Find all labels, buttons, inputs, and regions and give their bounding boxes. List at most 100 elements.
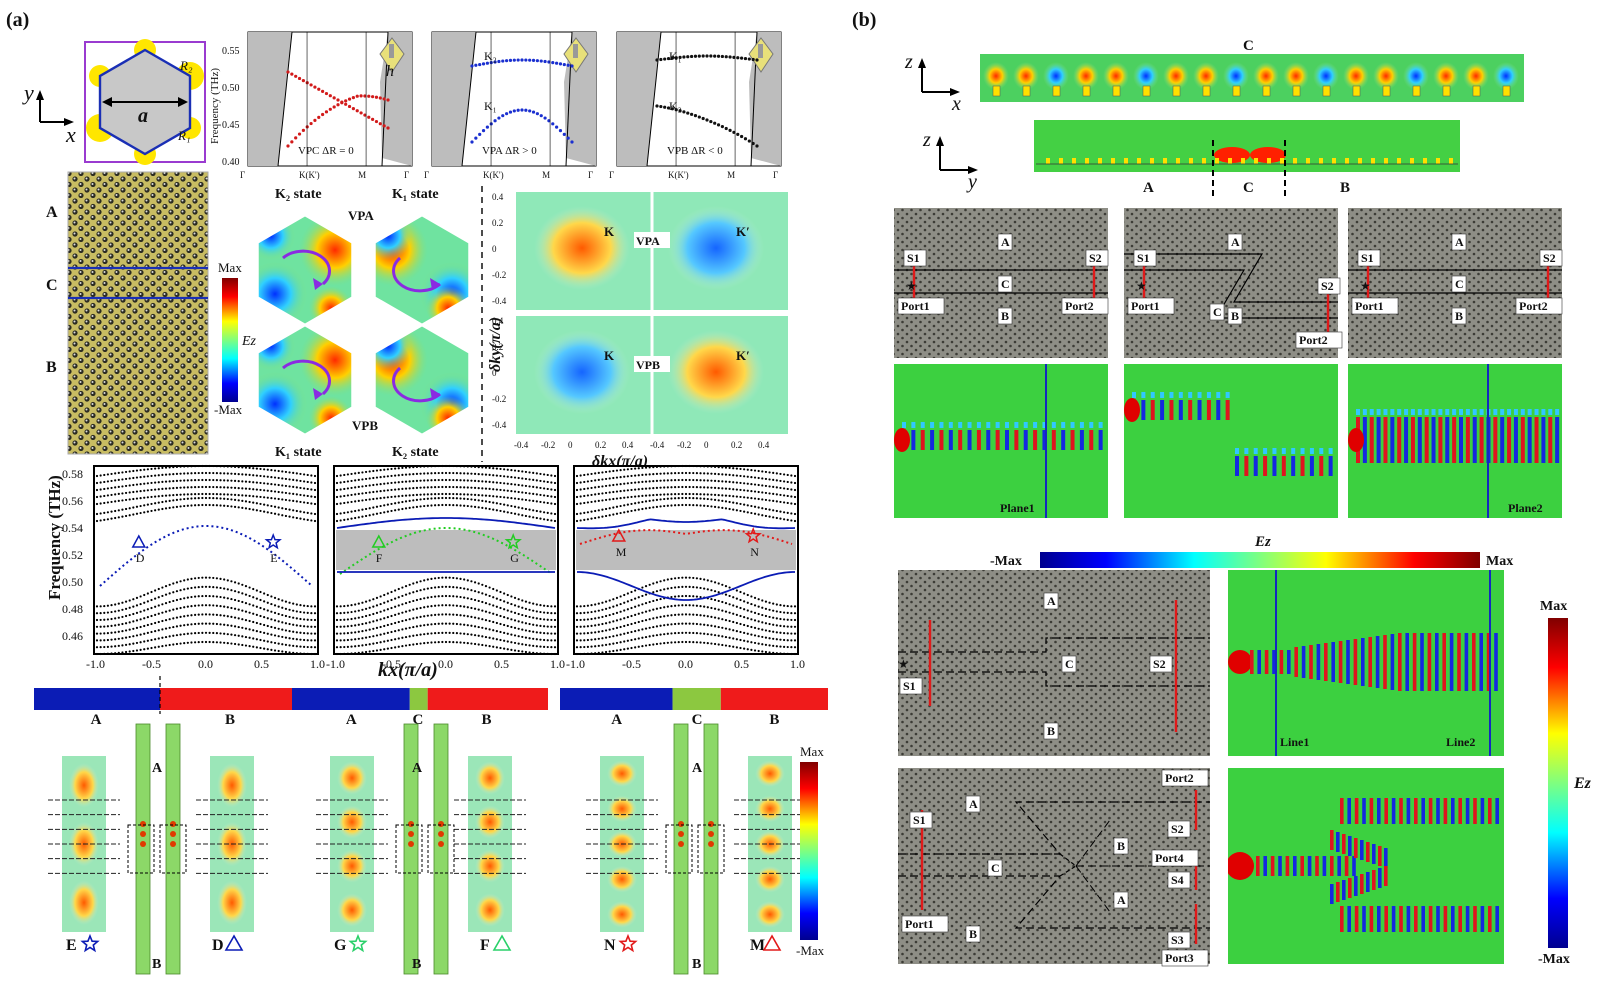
svg-text:-0.2: -0.2 bbox=[541, 440, 555, 450]
panel-a-label: (a) bbox=[6, 9, 29, 31]
svg-text:0.40: 0.40 bbox=[222, 157, 240, 168]
svg-text:0.55: 0.55 bbox=[222, 46, 240, 57]
svg-text:A: A bbox=[1231, 235, 1240, 249]
svg-text:Γ: Γ bbox=[773, 170, 778, 180]
top-axes: z x z y C A C B bbox=[904, 38, 1350, 196]
svg-text:-Max: -Max bbox=[990, 554, 1022, 569]
svg-text:-0.2: -0.2 bbox=[492, 394, 506, 404]
svg-text:S2: S2 bbox=[1543, 251, 1556, 265]
waveguide-field-1 bbox=[894, 364, 1108, 518]
svg-text:C: C bbox=[1213, 305, 1222, 319]
svg-text:C: C bbox=[1455, 277, 1464, 291]
svg-text:0: 0 bbox=[492, 368, 497, 378]
svg-text:S2: S2 bbox=[1153, 657, 1166, 671]
svg-text:B: B bbox=[692, 957, 701, 972]
small-colorbar: Max -Max Ez bbox=[214, 260, 257, 417]
dispersion-xlabel: kx(π/a) bbox=[378, 659, 438, 681]
svg-text:N: N bbox=[750, 545, 759, 559]
svg-text:-0.4: -0.4 bbox=[492, 420, 507, 430]
svg-text:Port2: Port2 bbox=[1519, 299, 1548, 313]
svg-text:A: A bbox=[1455, 235, 1464, 249]
svg-text:Plane2: Plane2 bbox=[1508, 501, 1543, 515]
svg-text:0.52: 0.52 bbox=[62, 548, 83, 562]
svg-text:0.4: 0.4 bbox=[758, 440, 770, 450]
svg-text:-0.5: -0.5 bbox=[622, 657, 641, 671]
svg-text:0.4: 0.4 bbox=[622, 440, 634, 450]
svg-text:A: A bbox=[1143, 180, 1154, 196]
svg-text:0.56: 0.56 bbox=[62, 494, 83, 508]
svg-text:K(K'): K(K') bbox=[299, 170, 320, 180]
svg-text:Port2: Port2 bbox=[1299, 333, 1328, 347]
svg-text:S3: S3 bbox=[1171, 933, 1184, 947]
svg-text:-0.4: -0.4 bbox=[492, 296, 507, 306]
svg-text:-0.4: -0.4 bbox=[514, 440, 529, 450]
svg-text:VPA: VPA bbox=[636, 234, 660, 248]
svg-text:0.2: 0.2 bbox=[492, 218, 503, 228]
svg-text:S1: S1 bbox=[1137, 251, 1150, 265]
svg-text:-0.5: -0.5 bbox=[382, 657, 401, 671]
svg-text:M: M bbox=[358, 170, 366, 180]
svg-text:Max: Max bbox=[800, 744, 824, 759]
svg-text:C: C bbox=[412, 712, 423, 728]
svg-text:S4: S4 bbox=[1171, 873, 1184, 887]
svg-text:-1.0: -1.0 bbox=[86, 657, 105, 671]
svg-text:Port1: Port1 bbox=[905, 917, 934, 931]
svg-text:G: G bbox=[334, 937, 347, 954]
svg-text:K₂ state: K₂ state bbox=[275, 187, 322, 202]
svg-text:M: M bbox=[542, 170, 550, 180]
svg-text:M: M bbox=[750, 937, 765, 954]
svg-text:Frequency (THz): Frequency (THz) bbox=[209, 68, 221, 144]
strip-a-label: A bbox=[46, 204, 58, 221]
svg-text:K: K bbox=[604, 348, 615, 363]
svg-text:-0.2: -0.2 bbox=[492, 270, 506, 280]
svg-text:0.48: 0.48 bbox=[62, 602, 83, 616]
svg-text:0.5: 0.5 bbox=[254, 657, 269, 671]
svg-text:A: A bbox=[1117, 893, 1126, 907]
svg-text:B: B bbox=[1340, 180, 1350, 196]
svg-text:S1: S1 bbox=[903, 679, 916, 693]
svg-text:C: C bbox=[1243, 180, 1254, 196]
svg-text:0.2: 0.2 bbox=[492, 342, 503, 352]
panel-b-label: (b) bbox=[852, 9, 876, 31]
svg-text:G: G bbox=[510, 551, 519, 565]
svg-text:★: ★ bbox=[906, 279, 917, 293]
axes-xy: y x bbox=[22, 80, 76, 147]
svg-text:z: z bbox=[922, 129, 931, 151]
svg-text:0.54: 0.54 bbox=[62, 521, 83, 535]
svg-text:K(K'): K(K') bbox=[483, 170, 504, 180]
svg-text:B: B bbox=[1001, 309, 1009, 323]
svg-text:0.4: 0.4 bbox=[492, 316, 504, 326]
svg-text:x: x bbox=[951, 93, 961, 115]
svg-text:Port2: Port2 bbox=[1065, 299, 1094, 313]
svg-text:F: F bbox=[480, 937, 490, 954]
svg-text:F: F bbox=[376, 551, 383, 565]
svg-text:0.0: 0.0 bbox=[678, 657, 693, 671]
svg-text:K(K'): K(K') bbox=[668, 170, 689, 180]
svg-text:E: E bbox=[66, 937, 77, 954]
svg-text:Γ: Γ bbox=[424, 170, 429, 180]
svg-text:S2: S2 bbox=[1089, 251, 1102, 265]
svg-text:-0.5: -0.5 bbox=[142, 657, 161, 671]
svg-text:A: A bbox=[412, 761, 423, 776]
svg-text:0.46: 0.46 bbox=[62, 629, 83, 643]
svg-text:K₂ state: K₂ state bbox=[392, 445, 439, 460]
svg-text:0: 0 bbox=[568, 440, 573, 450]
svg-text:VPC ΔR = 0: VPC ΔR = 0 bbox=[298, 145, 354, 157]
svg-text:0.50: 0.50 bbox=[62, 575, 83, 589]
svg-text:B: B bbox=[412, 957, 421, 972]
lattice-const-a: a bbox=[138, 105, 148, 127]
svg-text:1.0: 1.0 bbox=[310, 657, 325, 671]
svg-text:K₂: K₂ bbox=[669, 99, 682, 113]
svg-text:VPB ΔR < 0: VPB ΔR < 0 bbox=[667, 145, 723, 157]
